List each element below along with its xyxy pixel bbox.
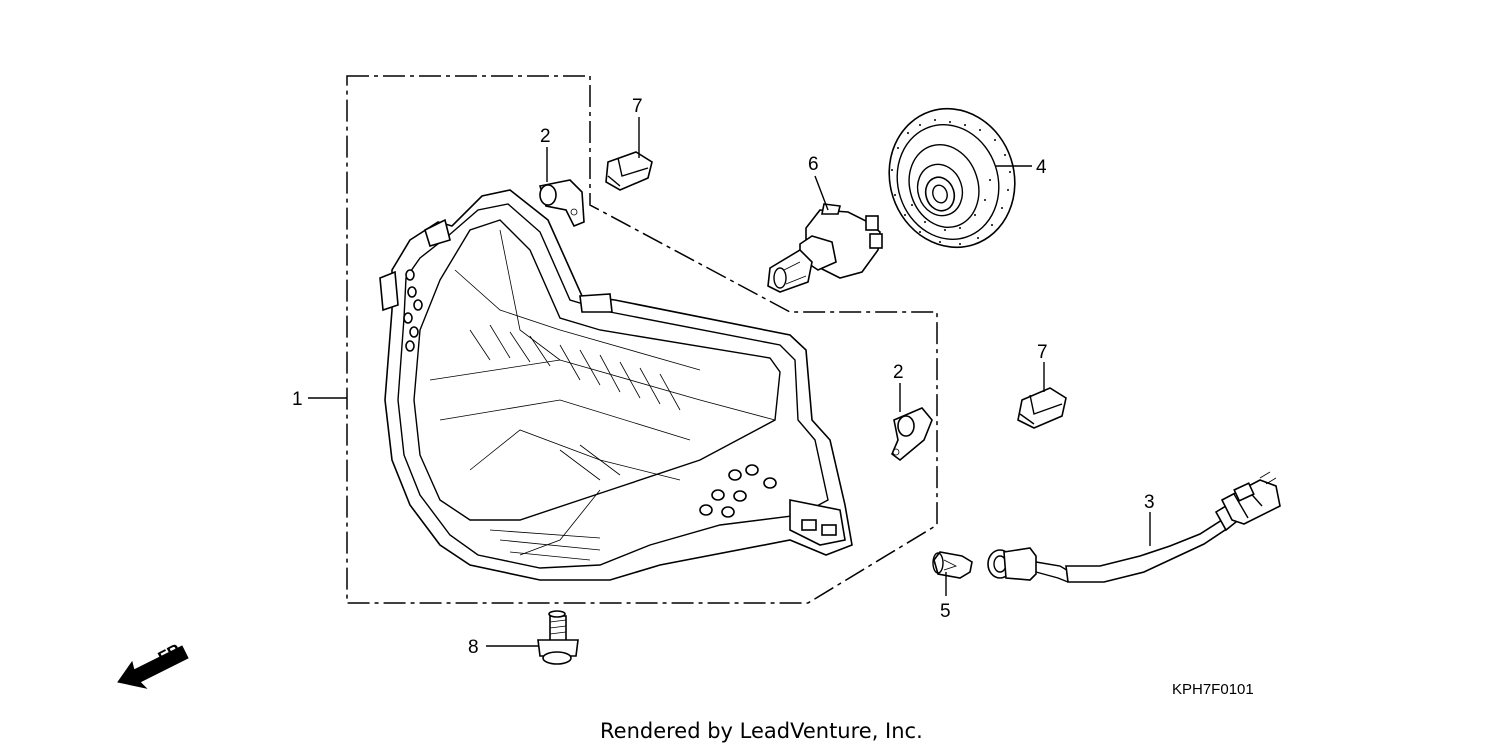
callout-7-upper: 7: [632, 96, 643, 117]
part-2-grommet-upper[interactable]: [538, 179, 585, 228]
part-6-headlight-bulb[interactable]: [767, 203, 883, 293]
part-7-clip-upper[interactable]: [605, 151, 653, 191]
diagram-code: KPH7F0101: [1172, 681, 1254, 698]
part-7-clip-lower[interactable]: [1017, 387, 1067, 429]
callout-6: 6: [808, 154, 819, 175]
part-4-dust-cover[interactable]: [871, 92, 1032, 263]
leader-lines: [308, 117, 1151, 647]
assembly-boundary: [346, 75, 938, 604]
part-2-grommet-lower[interactable]: [891, 407, 933, 462]
part-8-bolt[interactable]: [537, 610, 579, 665]
callout-8: 8: [468, 637, 479, 658]
callout-2-upper: 2: [540, 126, 551, 147]
callout-2-lower: 2: [893, 362, 904, 383]
part-5-position-bulb[interactable]: [932, 551, 973, 579]
callout-1: 1: [292, 389, 303, 410]
callout-7-lower: 7: [1037, 342, 1048, 363]
part-3-socket-harness[interactable]: [987, 471, 1281, 583]
callout-5: 5: [940, 601, 951, 622]
part-1-headlight-assembly[interactable]: [379, 189, 853, 581]
callout-3: 3: [1144, 492, 1155, 513]
footer-credit: Rendered by LeadVenture, Inc.: [600, 719, 923, 743]
callout-4: 4: [1036, 157, 1047, 178]
arrow-down-left-icon: [117, 645, 189, 689]
